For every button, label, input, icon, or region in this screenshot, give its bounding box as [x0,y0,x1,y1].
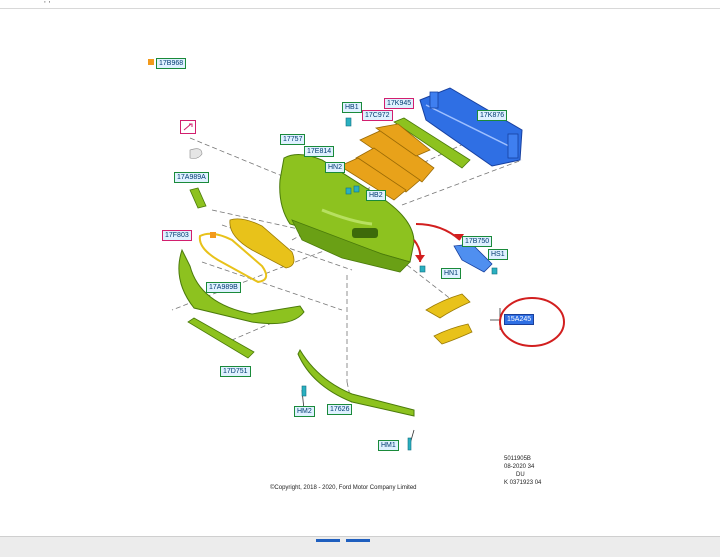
front-splitter [297,348,415,417]
part-label-17A989B[interactable]: 17A989B [206,282,241,293]
part-label-17K945[interactable]: 17K945 [384,98,415,109]
part-label-HN2[interactable]: HN2 [325,162,346,173]
front-grille [198,218,295,284]
drawing-number: 5011905B [504,456,531,462]
highlight-circle [499,297,565,347]
part-label-17B750[interactable]: 17B750 [462,236,493,247]
part-label-17757[interactable]: 17757 [280,134,306,145]
upper-strip [393,117,471,169]
part-label-17K876[interactable]: 17K876 [477,110,508,121]
toolbar-fragment: ' , , [40,0,50,4]
part-label-HN1[interactable]: HN1 [441,268,462,279]
part-label-15A245[interactable]: 15A245 [504,314,535,325]
drawing-code: DU [516,472,525,478]
part-label-HM2[interactable]: HM2 [294,406,315,417]
part-label-17A989A[interactable]: 17A989A [174,172,209,183]
scroll-thumb-2[interactable] [346,539,370,542]
lower-lip [178,248,305,325]
part-label-17C972[interactable]: 17C972 [362,110,393,121]
bottom-scrollbar[interactable] [0,536,720,557]
top-toolbar: ' , , [0,0,720,9]
scroll-thumb[interactable] [316,539,340,542]
side-trim-a [189,187,207,209]
legend-swatch [148,59,154,65]
part-label-17F803[interactable]: 17F803 [162,230,192,241]
selected-icon-box[interactable] [180,120,196,134]
part-label-HS1[interactable]: HS1 [488,249,508,260]
bumper-cover [279,154,415,273]
part-label-17D751[interactable]: 17D751 [220,366,251,377]
drawing-date: 08-2020 34 [504,464,535,470]
part-label-17E814[interactable]: 17E814 [304,146,335,157]
copyright-text: ©Copyright, 2018 - 2020, Ford Motor Comp… [270,485,417,491]
part-label-HB1[interactable]: HB1 [342,102,362,113]
drawing-reference: K 0371923 04 [504,480,542,486]
impact-beam [419,87,523,167]
part-label-17B968[interactable]: 17B968 [156,58,187,69]
legend-swatch-2 [210,232,216,238]
absorber-brackets [339,123,435,201]
lower-strip [187,317,255,359]
clip-drawing [189,148,203,159]
parts-diagram-sheet: 17B968 HB1 17K945 17C972 17K876 17757 17… [22,10,710,536]
part-label-HM1[interactable]: HM1 [378,440,399,451]
fasteners [301,117,498,451]
corner-trims [425,293,473,345]
parts-diagram-drawing [171,87,565,451]
pin-icon [183,123,193,131]
part-label-HB2[interactable]: HB2 [366,190,386,201]
part-label-17626[interactable]: 17626 [327,404,353,415]
